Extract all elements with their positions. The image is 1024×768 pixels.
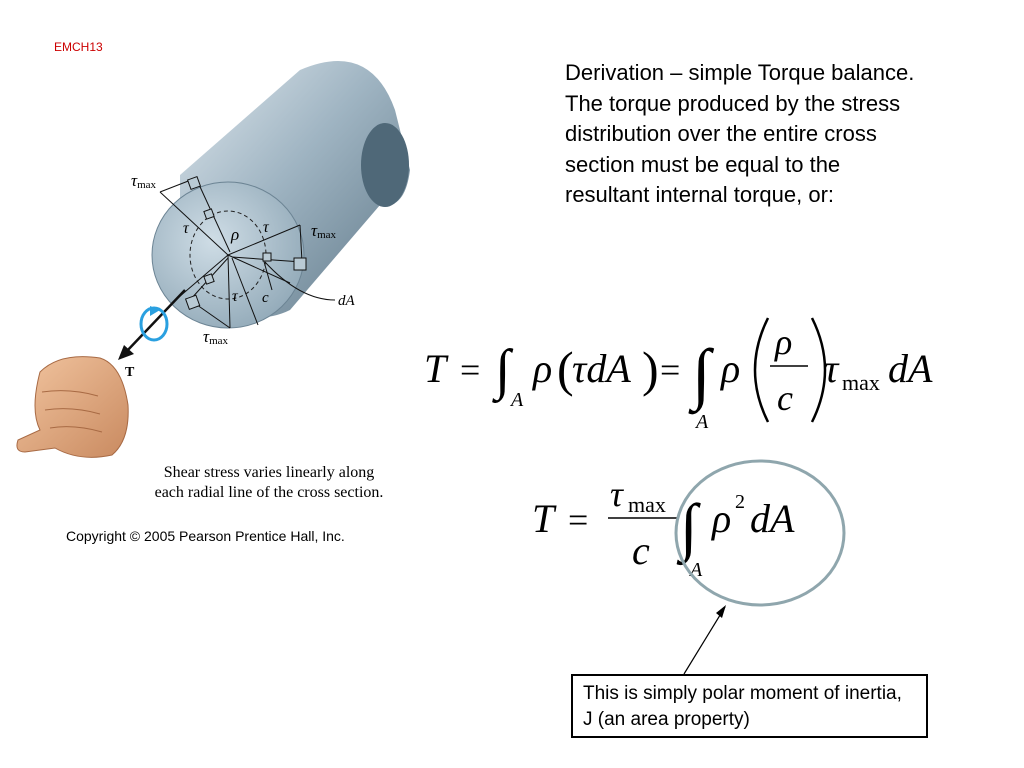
label-dA: dA [338,293,356,309]
eq2-sub-A: A [688,559,703,581]
eq1-sub-A-2: A [694,411,709,433]
eq2-T: T [532,496,557,541]
eq1-max: max [842,370,880,395]
label-rho: ρ [230,225,239,244]
eq1-rho-2: ρ [719,346,740,391]
caption-line-1: Shear stress varies linearly along [163,464,375,481]
figure-caption: Shear stress varies linearly along each … [134,463,404,503]
torque-arrow [118,289,186,360]
eq1-T: T [424,346,449,391]
callout-box: This is simply polar moment of inertia, … [571,674,928,738]
shaft-torsion-figure: τmax τ ρ τ τmax τ c dA τmax T [16,61,410,458]
eq2-equals: = [568,500,588,540]
slide-tag: EMCH13 [54,40,103,54]
label-tau-left: τ [183,220,190,237]
label-tau-max-top: τmax [131,171,157,191]
label-T: T [125,365,135,380]
label-tau-max-right: τmax [311,221,337,241]
shaft-back-end [361,123,409,207]
eq1-sub-A-1: A [509,389,524,411]
eq2-tau: τ [610,474,624,514]
pointer-line [683,606,726,675]
eq1-lparen: ( [557,341,574,397]
eq1-tau-dA: τdA [572,346,631,391]
equation-torque-result: T = τ max c ∫ A ρ 2 dA [532,474,795,581]
eq1-rho-1: ρ [531,346,552,391]
eq1-frac-num: ρ [774,322,792,362]
eq2-den: c [632,528,650,573]
eq2-sup: 2 [735,491,745,513]
eq1-integral-1: ∫ [492,339,514,404]
derivation-paragraph: Derivation – simple Torque balance. The … [565,60,915,207]
eq1-equals: = [460,350,480,390]
eq1-frac-den: c [777,378,793,418]
label-tau-right: τ [263,219,270,236]
copyright-text: Copyright © 2005 Pearson Prentice Hall, … [66,528,345,544]
eq2-integral: ∫ [676,491,701,566]
pointer-arrowhead [716,605,726,618]
right-hand-icon [16,356,129,458]
eq1-integral-2: ∫ [688,335,715,415]
equation-torque-integral: T = ∫ A ρ ( τdA ) = ∫ A ρ ρ c τ max dA [424,317,933,433]
label-c: c [262,290,269,306]
eq2-max: max [628,492,666,517]
eq2-dA: dA [750,496,795,541]
eq1-dA: dA [888,346,933,391]
eq1-tau: τ [824,346,840,391]
label-tau-max-bottom: τmax [203,327,229,347]
eq1-rparen: ) [642,341,659,397]
label-tau-bottom: τ [232,288,239,305]
caption-line-2: each radial line of the cross section. [154,484,384,501]
eq2-rho: ρ [710,496,731,541]
eq1-equals-2: = [660,350,680,390]
